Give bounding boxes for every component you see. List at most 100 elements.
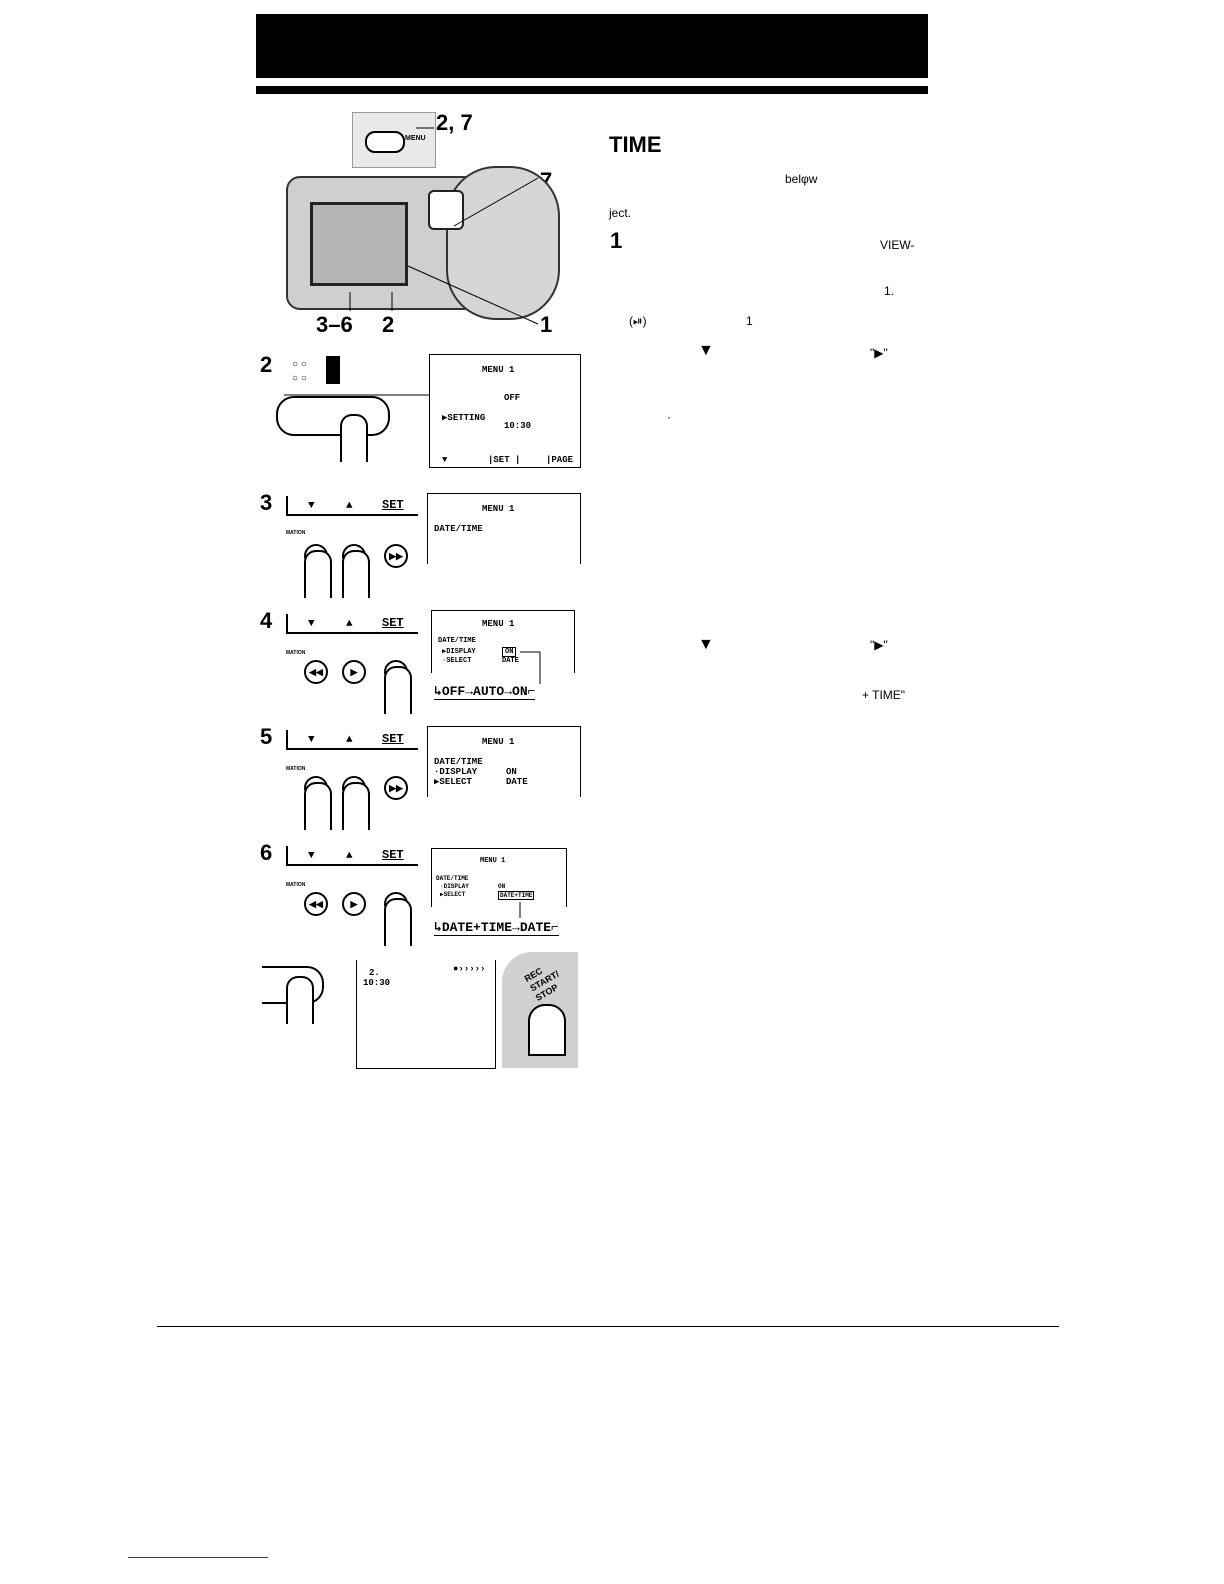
button-symbol: (⏯) [629, 314, 647, 328]
screen-line3: ▶SELECT [434, 777, 472, 787]
finger-icon [384, 898, 412, 946]
screen-value-date: DATE [506, 777, 528, 787]
screen-line3: ▶SELECT [440, 891, 466, 898]
viewfinder-display: 2. 10:30 ●››››› [356, 960, 496, 1069]
step4-button-strip: ▼ ▲ SET [286, 614, 418, 634]
step5-screen: MENU 1 DATE/TIME ·DISPLAY ▶SELECT ON DAT… [427, 726, 581, 797]
mation-label: MATION [286, 766, 306, 772]
dot-mark: · [667, 410, 671, 424]
screen-value-date: DATE [502, 657, 519, 665]
ject-word: ject. [609, 206, 632, 220]
menu-button[interactable] [276, 396, 390, 436]
callout-1: 1 [540, 312, 553, 337]
pointer-glyph: "▶" [870, 346, 888, 360]
viewfinder-word: VIEW- [880, 238, 915, 252]
menu-button-inset: MENU [352, 112, 436, 168]
finger-icon [342, 550, 370, 598]
screen-line1: DATE/TIME [434, 757, 483, 767]
step4-cycle-connector [520, 651, 541, 684]
rewind-button[interactable]: ◀◀ [304, 892, 328, 916]
callout-3-6: 3–6 [316, 312, 353, 337]
below-word: belφw [785, 172, 818, 186]
step6-number: 6 [260, 840, 273, 865]
step4-number: 4 [260, 608, 273, 633]
finger-icon [304, 550, 332, 598]
step1-number: 1 [610, 228, 623, 253]
strip-up: ▲ [346, 850, 353, 862]
screen-foot-set: |SET | [488, 455, 521, 465]
screen-foot-page: |PAGE [546, 455, 574, 465]
menu-button-label: MENU [405, 135, 426, 142]
header-bar [256, 14, 928, 78]
step6-cycle: ↳DATE+TIME→DATE⌐ [434, 920, 559, 936]
screen-line1: DATE/TIME [434, 524, 483, 534]
camera-lens [446, 166, 560, 320]
finger-icon [286, 976, 314, 1024]
step6-cycle-connector [519, 902, 521, 918]
display-time: 10:30 [363, 978, 391, 988]
screen-line1: DATE/TIME [436, 875, 469, 882]
strip-up: ▲ [346, 618, 353, 630]
dark-block [326, 356, 340, 384]
screen-line3: ·SELECT [442, 657, 472, 665]
screen-title: MENU 1 [482, 619, 515, 629]
strip-down: ▼ [308, 500, 315, 512]
pointer-glyph-2: "▶" [870, 638, 888, 652]
step2-number: 2 [260, 352, 273, 377]
screen-off: OFF [504, 393, 521, 403]
footer-link-underline [128, 1557, 268, 1558]
fast-forward-button[interactable]: ▶▶ [384, 544, 408, 568]
strip-set: SET [382, 616, 404, 630]
play-button[interactable]: ▶ [342, 660, 366, 684]
strip-set: SET [382, 732, 404, 746]
finger-icon [340, 414, 368, 462]
play-button[interactable]: ▶ [342, 892, 366, 916]
screen-setting: ▶SETTING [442, 413, 486, 423]
finger-icon [342, 782, 370, 830]
screen-title: MENU 1 [482, 365, 515, 375]
strip-set: SET [382, 498, 404, 512]
camera-figure: MENU 2, 7 7 1 3–6 2 [268, 106, 568, 342]
footer-rule [157, 1326, 1059, 1327]
screen-line2: ·DISPLAY [434, 767, 478, 777]
mation-label: MATION [286, 530, 306, 536]
rec-start-stop-label: REC START/ STOP [522, 965, 561, 1003]
mation-label: MATION [286, 882, 306, 888]
fast-forward-button[interactable]: ▶▶ [384, 776, 408, 800]
step3-button-strip: ▼ ▲ SET [286, 496, 418, 516]
camera-lcd [310, 202, 408, 286]
display-indicator: ●››››› [453, 964, 486, 974]
step5-button-strip: ▼ ▲ SET [286, 730, 418, 750]
callout-lines [349, 127, 539, 325]
down-arrow-icon-2: ▼ [698, 636, 714, 653]
strip-down: ▼ [308, 850, 315, 862]
rec-start-stop-button[interactable] [528, 1004, 566, 1056]
rewind-button[interactable]: ◀◀ [304, 660, 328, 684]
finger-icon [384, 666, 412, 714]
screen-value-dt: DATE+TIME [498, 891, 535, 900]
screen-value-on: ON [498, 883, 506, 890]
screen-line2: ·DISPLAY [440, 883, 469, 890]
screen-line1: DATE/TIME [438, 637, 476, 645]
menu-number: 1. [884, 284, 895, 298]
callout-2-7: 2, 7 [436, 110, 473, 135]
strip-up: ▲ [346, 734, 353, 746]
callout-2: 2 [382, 312, 395, 337]
down-arrow-icon: ▼ [698, 342, 714, 359]
step2-screen: MENU 1 OFF ▶SETTING 10:30 ▼ |SET | |PAGE [429, 354, 581, 468]
screen-foot-down: ▼ [442, 455, 448, 465]
time-quote: + TIME" [862, 688, 906, 702]
section-title: TIME [609, 132, 662, 157]
step2-leader [284, 394, 430, 396]
screen-time: 10:30 [504, 421, 532, 431]
rec-button-panel: REC START/ STOP [502, 952, 578, 1068]
finger-icon [304, 782, 332, 830]
mation-label: MATION [286, 650, 306, 656]
strip-down: ▼ [308, 618, 315, 630]
screen-title: MENU 1 [482, 504, 515, 514]
step3-screen: MENU 1 DATE/TIME [427, 493, 581, 564]
step2-hand-panel: ○ ○○ ○ [276, 354, 394, 464]
screen-title: MENU 1 [482, 737, 515, 747]
step6-screen: MENU 1 DATE/TIME ·DISPLAY ▶SELECT ON DAT… [431, 848, 567, 907]
header-rule [256, 86, 928, 94]
